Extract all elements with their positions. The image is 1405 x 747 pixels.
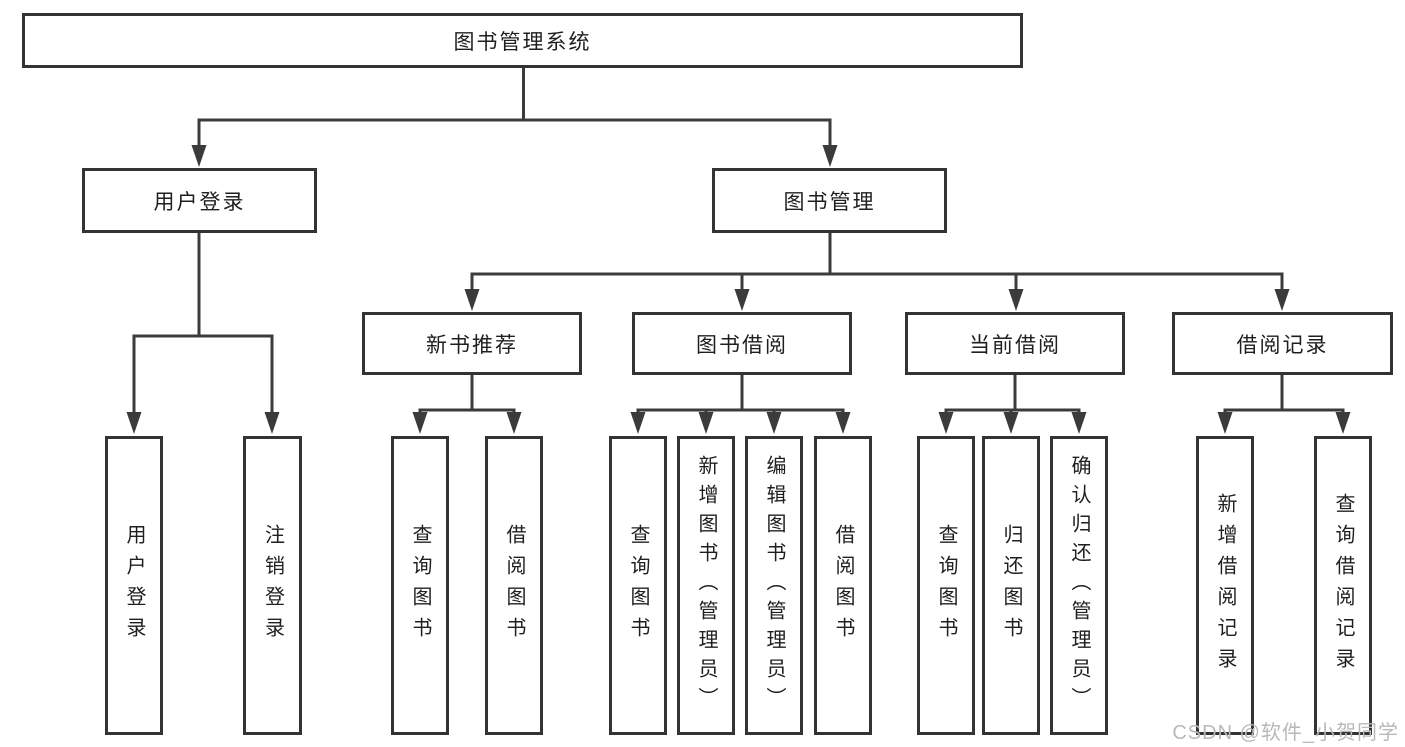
node-book-management-label: 图书管理: [783, 190, 876, 214]
leaf-query-books-recommend-label: 查询图书: [409, 523, 431, 648]
leaf-borrow-books-borrowing-label: 借阅图书: [832, 523, 854, 648]
leaf-query-books-current-label: 查询图书: [935, 523, 957, 648]
leaf-logout-label: 注销登录: [261, 523, 284, 648]
leaf-borrow-books-recommend-label: 借阅图书: [503, 523, 525, 648]
leaf-confirm-return-admin: 确认归还（管理员）: [1050, 436, 1108, 735]
node-user-login: 用户登录: [82, 168, 317, 233]
leaf-return-book: 归还图书: [982, 436, 1040, 735]
leaf-add-borrow-record-label: 新增借阅记录: [1214, 492, 1236, 679]
node-root: 图书管理系统: [22, 13, 1023, 68]
node-new-book-recommend-label: 新书推荐: [426, 333, 518, 357]
leaf-confirm-return-admin-label: 确认归还（管理员）: [1068, 455, 1090, 716]
arrowheads: [126, 145, 1351, 434]
node-current-borrowing: 当前借阅: [905, 312, 1125, 375]
node-current-borrowing-label: 当前借阅: [969, 333, 1061, 357]
leaf-user-login-label: 用户登录: [123, 523, 145, 648]
leaf-user-login: 用户登录: [105, 436, 163, 735]
csdn-watermark: CSDN @软件_小贺同学: [1172, 722, 1399, 744]
leaf-add-book-admin: 新增图书（管理员）: [677, 436, 735, 735]
node-book-borrowing: 图书借阅: [632, 312, 852, 375]
leaf-query-books-recommend: 查询图书: [391, 436, 449, 735]
node-new-book-recommend: 新书推荐: [362, 312, 582, 375]
node-book-management: 图书管理: [712, 168, 947, 233]
leaf-return-book-label: 归还图书: [1000, 523, 1022, 648]
leaf-borrow-books-borrowing: 借阅图书: [814, 436, 872, 735]
leaf-query-books-borrowing: 查询图书: [609, 436, 667, 735]
node-borrow-records: 借阅记录: [1172, 312, 1393, 375]
node-borrow-records-label: 借阅记录: [1236, 333, 1329, 357]
node-book-borrowing-label: 图书借阅: [696, 333, 788, 357]
node-root-label: 图书管理系统: [453, 30, 592, 54]
leaf-query-borrow-record: 查询借阅记录: [1314, 436, 1372, 735]
leaf-query-books-current: 查询图书: [917, 436, 975, 735]
leaf-query-books-borrowing-label: 查询图书: [627, 523, 649, 648]
leaf-borrow-books-recommend: 借阅图书: [485, 436, 543, 735]
leaf-edit-book-admin: 编辑图书（管理员）: [745, 436, 803, 735]
node-user-login-label: 用户登录: [153, 190, 246, 214]
leaf-add-borrow-record: 新增借阅记录: [1196, 436, 1254, 735]
leaf-query-borrow-record-label: 查询借阅记录: [1332, 492, 1354, 679]
leaf-logout: 注销登录: [243, 436, 302, 735]
leaf-add-book-admin-label: 新增图书（管理员）: [695, 455, 717, 716]
leaf-edit-book-admin-label: 编辑图书（管理员）: [763, 455, 785, 716]
